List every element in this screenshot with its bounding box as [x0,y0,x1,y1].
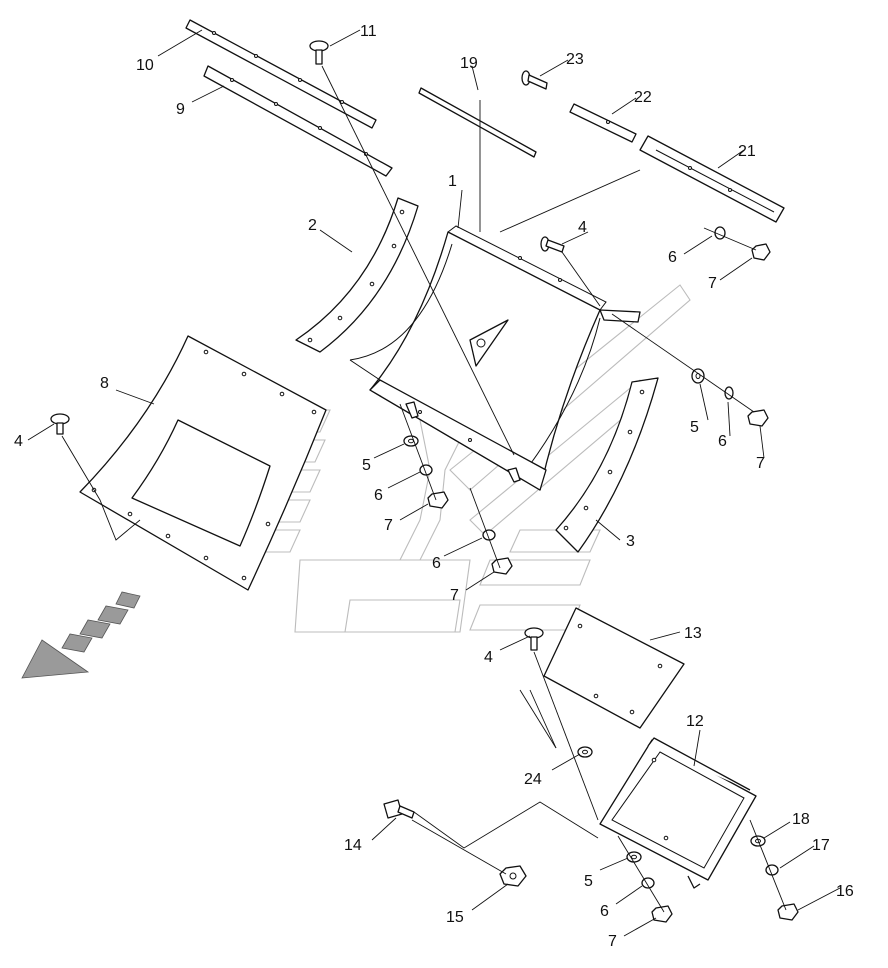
callout-24: 24 [524,771,542,788]
callout-6-center: 6 [374,487,383,504]
callout-7-right: 7 [756,455,765,472]
callout-9: 9 [176,101,185,118]
forward-direction-arrow-icon [21,591,141,679]
callout-13: 13 [684,625,702,642]
part-14-bolt [383,799,415,819]
callout-7-top: 7 [708,275,717,292]
part-23-bolt [521,70,548,90]
callout-5-bottom: 5 [584,873,593,890]
callout-leaders [27,29,841,937]
callout-18: 18 [792,811,810,828]
callout-7-lower: 7 [450,587,459,604]
callout-6-top: 6 [668,249,677,266]
callout-4-left: 4 [14,433,23,450]
fastener-bolt-4-left [50,413,70,435]
callout-4-top: 4 [578,219,587,236]
callout-2: 2 [308,217,317,234]
callout-4-bottom: 4 [484,649,493,666]
callout-14: 14 [344,837,362,854]
callout-6-right: 6 [718,433,727,450]
callout-19: 19 [460,55,478,72]
assembly-lines [61,65,787,913]
callout-21: 21 [738,143,756,160]
part-3-curved-panel [555,377,659,553]
callout-16: 16 [836,883,854,900]
part-19-strip [418,87,537,158]
callout-3: 3 [626,533,635,550]
callout-11: 11 [360,23,377,40]
callout-12: 12 [686,713,704,730]
callout-5-center: 5 [362,457,371,474]
callout-7-bottom: 7 [608,933,617,950]
callout-6-lower: 6 [432,555,441,572]
callout-6-bottom: 6 [600,903,609,920]
callout-8: 8 [100,375,109,392]
part-8-panel [79,335,327,591]
part-1-main-hood [349,225,641,491]
fastener-bolt-4-top [540,236,565,253]
callout-5-right: 5 [690,419,699,436]
callout-22: 22 [634,89,652,106]
callout-15: 15 [446,909,464,926]
part-12-tray [599,737,757,889]
part-22-strip [569,103,637,143]
callout-17: 17 [812,837,830,854]
part-2-curved-panel [295,197,419,353]
part-21-bracket [639,135,785,223]
fastener-bolt-4-bottom [524,627,544,651]
callout-23: 23 [566,51,584,68]
callout-10: 10 [136,57,154,74]
part-10-strip [185,19,377,129]
part-15-nut [499,865,527,887]
part-13-plate [543,607,685,729]
part-11-bolt [309,40,329,65]
callout-1: 1 [448,173,457,190]
callout-7-center: 7 [384,517,393,534]
callout-labels: 1 2 3 4 4 4 5 5 5 6 6 6 6 6 7 7 7 7 7 8 … [14,23,854,950]
